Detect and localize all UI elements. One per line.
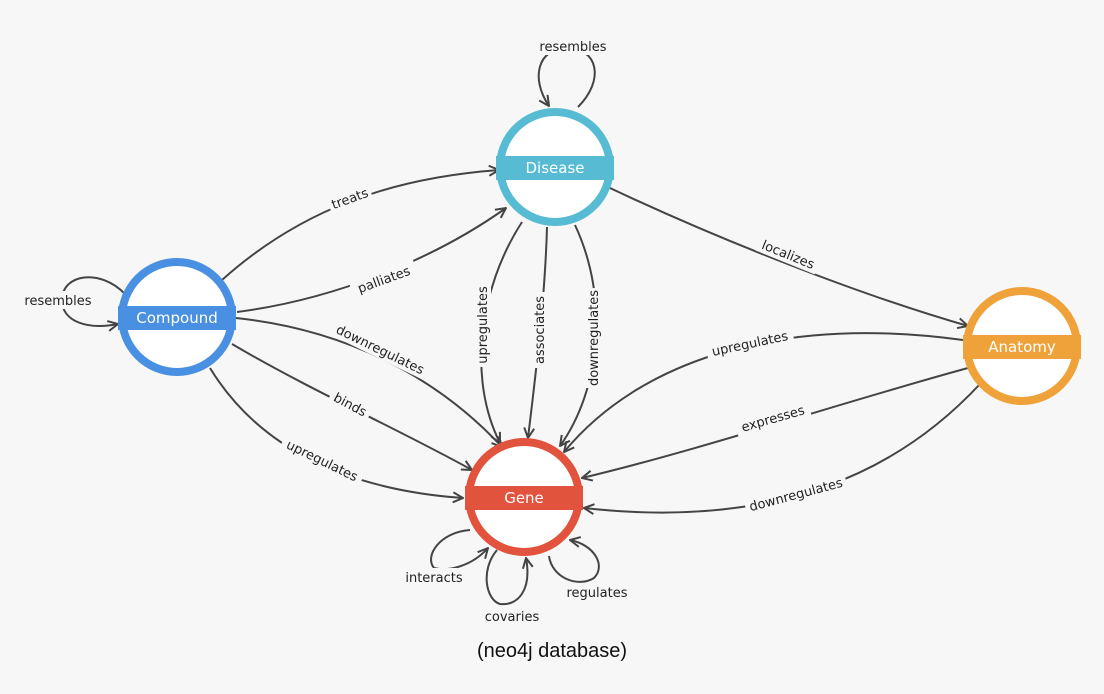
edge-label-disease-downregulates-gene: downregulates bbox=[584, 288, 602, 388]
edge-anatomy-upregulates-gene[interactable] bbox=[564, 332, 964, 452]
edge-label-compound-downregulates-gene: downregulates bbox=[329, 318, 432, 380]
node-compound[interactable]: Compound bbox=[118, 258, 236, 376]
edge-label-anatomy-expresses-gene: expresses bbox=[733, 398, 812, 438]
edge-label-compound-upregulates-gene: upregulates bbox=[278, 432, 366, 488]
svg-text:downregulates: downregulates bbox=[333, 323, 426, 379]
edge-disease-resembles[interactable] bbox=[537, 46, 596, 107]
edge-label-compound-treats-disease: treats bbox=[325, 182, 374, 215]
svg-text:palliates: palliates bbox=[356, 264, 413, 297]
edge-label-anatomy-upregulates-gene: upregulates bbox=[704, 325, 795, 361]
edge-label-disease-associates-gene: associates bbox=[530, 292, 548, 368]
edge-label-compound-resembles: resembles bbox=[18, 291, 98, 309]
node-label-disease: Disease bbox=[526, 159, 585, 177]
edge-label-gene-covaries: covaries bbox=[480, 607, 544, 625]
node-anatomy[interactable]: Anatomy bbox=[963, 287, 1081, 405]
edge-label-compound-binds-gene: binds bbox=[326, 385, 375, 423]
svg-text:covaries: covaries bbox=[485, 610, 540, 625]
edge-label-disease-localizes-anatomy: localizes bbox=[755, 233, 822, 275]
node-gene[interactable]: Gene bbox=[465, 438, 583, 556]
svg-text:downregulates: downregulates bbox=[587, 290, 602, 386]
edge-gene-interacts[interactable] bbox=[430, 529, 488, 571]
node-disease[interactable]: Disease bbox=[496, 108, 614, 226]
edge-gene-regulates[interactable] bbox=[548, 540, 600, 583]
svg-text:regulates: regulates bbox=[567, 586, 628, 601]
edge-label-anatomy-downregulates-gene: downregulates bbox=[743, 471, 849, 517]
edge-compound-palliates-disease[interactable] bbox=[236, 208, 506, 313]
svg-text:upregulates: upregulates bbox=[476, 286, 491, 364]
svg-text:resembles: resembles bbox=[539, 40, 606, 55]
edge-label-compound-palliates-disease: palliates bbox=[348, 258, 419, 300]
edge-label-disease-resembles: resembles bbox=[534, 37, 612, 55]
node-label-compound: Compound bbox=[136, 309, 218, 327]
node-label-anatomy: Anatomy bbox=[988, 338, 1056, 356]
svg-text:upregulates: upregulates bbox=[284, 438, 360, 486]
figure-caption: (neo4j database) bbox=[476, 640, 628, 662]
svg-text:upregulates: upregulates bbox=[711, 329, 790, 360]
svg-text:interacts: interacts bbox=[405, 571, 463, 586]
edge-gene-covaries[interactable] bbox=[485, 549, 528, 606]
edge-label-gene-regulates: regulates bbox=[562, 583, 632, 601]
svg-text:resembles: resembles bbox=[24, 294, 91, 309]
svg-text:expresses: expresses bbox=[740, 403, 807, 435]
edge-label-gene-interacts: interacts bbox=[400, 568, 468, 586]
svg-text:associates: associates bbox=[533, 296, 548, 364]
node-label-gene: Gene bbox=[504, 489, 544, 507]
edge-disease-localizes-anatomy[interactable] bbox=[609, 187, 968, 326]
edge-label-disease-upregulates-gene: upregulates bbox=[473, 283, 491, 367]
